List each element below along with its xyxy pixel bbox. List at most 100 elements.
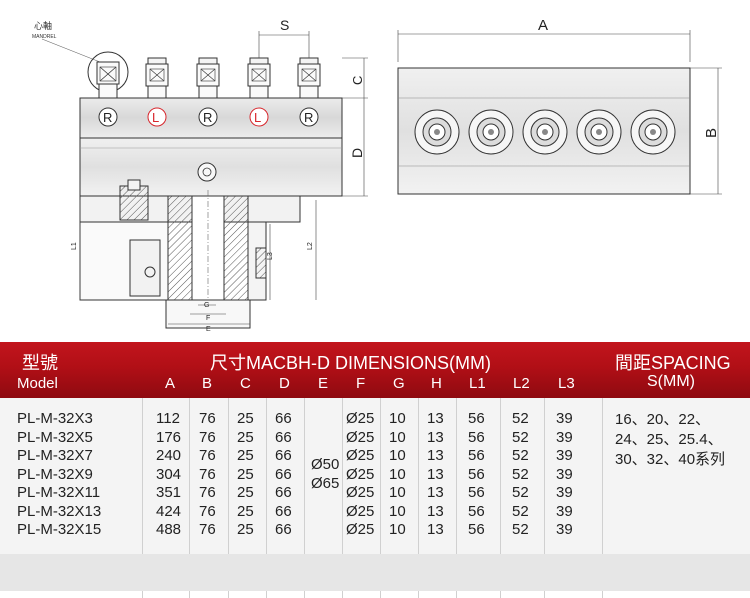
cell-l2: 52 [512, 521, 529, 538]
table-footer-band [0, 554, 750, 591]
model-cell: PL-M-32X5 [17, 428, 93, 446]
cell-b: 76 [199, 447, 216, 464]
cell-l2: 52 [512, 465, 529, 483]
cell-f: Ø25 [346, 521, 375, 538]
cell-h: 13 [427, 465, 444, 483]
cell-l3: 39 [556, 484, 573, 501]
rotation-mark-5: R [299, 107, 319, 127]
cell-h: 13 [427, 447, 444, 464]
cell-c: 25 [237, 465, 254, 483]
header-model-en: Model [17, 375, 58, 392]
top-hole-5 [630, 109, 676, 155]
spacing-line-2: 24、25、25.4、 [615, 431, 723, 448]
header-col-f: F [356, 375, 366, 392]
cell-b: 76 [199, 410, 216, 427]
cell-d: 66 [275, 484, 292, 501]
cell-g: 10 [389, 521, 406, 538]
cell-g: 10 [389, 484, 406, 501]
cell-c: 25 [237, 428, 254, 446]
cell-l3: 39 [556, 521, 573, 538]
model-cell: PL-M-32X11 [17, 484, 101, 501]
cell-b: 76 [199, 502, 216, 520]
cell-b: 76 [199, 521, 216, 538]
dim-label-a: A [538, 17, 548, 34]
dim-label-d: D [349, 148, 365, 158]
top-hole-1 [414, 109, 460, 155]
model-cell: PL-M-32X9 [17, 465, 93, 483]
model-cell: PL-M-32X7 [17, 447, 93, 464]
spindle-1 [96, 61, 120, 99]
spindle-3 [196, 57, 220, 99]
center-plug [197, 162, 217, 182]
cell-a: 240 [156, 447, 182, 464]
cell-d: 66 [275, 521, 292, 538]
cell-a: 424 [156, 502, 182, 520]
rotation-mark-4: L [249, 107, 269, 127]
cell-d: 66 [275, 465, 292, 483]
cell-f: Ø25 [346, 428, 375, 446]
model-cell: PL-M-32X3 [17, 410, 93, 427]
header-col-d: D [279, 375, 290, 392]
header-col-g: G [393, 375, 405, 392]
svg-text:R: R [103, 110, 112, 125]
svg-text:L: L [152, 110, 159, 125]
header-col-e: E [318, 375, 329, 392]
spacing-line-1: 16、20、22、 [615, 411, 711, 428]
cell-d: 66 [275, 410, 292, 427]
cell-l2: 52 [512, 410, 529, 427]
spacing-line-3: 30、32、40系列 [615, 451, 726, 468]
cell-c: 25 [237, 521, 254, 538]
cell-l3: 39 [556, 428, 573, 446]
cell-a: 304 [156, 465, 182, 483]
cell-b: 76 [199, 428, 216, 446]
cell-h: 13 [427, 502, 444, 520]
top-hole-3 [522, 109, 568, 155]
header-spacing-title: 間距SPACING [615, 353, 731, 373]
table-header: 型號 Model 尺寸MACBH-D DIMENSIONS(MM) A B C … [0, 342, 750, 398]
dim-label-c: C [350, 76, 365, 85]
dim-label-f: F [206, 315, 210, 322]
cell-l3: 39 [556, 502, 573, 520]
cell-c: 25 [237, 502, 254, 520]
cell-l2: 52 [512, 447, 529, 464]
cell-l3: 39 [556, 447, 573, 464]
spindle-5 [297, 57, 321, 99]
spindle-4 [247, 57, 271, 99]
cell-f: Ø25 [346, 410, 375, 427]
cell-l1: 56 [468, 502, 485, 520]
cell-h: 13 [427, 428, 444, 446]
cell-g: 10 [389, 502, 406, 520]
cell-l1: 56 [468, 428, 485, 446]
header-col-b: B [202, 375, 213, 392]
header-col-l1: L1 [469, 375, 486, 392]
cell-a: 112 [156, 410, 180, 427]
cell-l1: 56 [468, 484, 485, 501]
svg-text:R: R [203, 110, 212, 125]
cell-c: 25 [237, 484, 254, 501]
dim-label-l1: L1 [71, 242, 78, 250]
mandrel-label-en: MANDREL [32, 34, 57, 40]
header-dimensions-title: 尺寸MACBH-D DIMENSIONS(MM) [210, 353, 491, 373]
cell-b: 76 [199, 484, 216, 501]
spec-table: 型號 Model 尺寸MACBH-D DIMENSIONS(MM) A B C … [0, 342, 750, 598]
cell-h: 13 [427, 410, 444, 427]
cell-l2: 52 [512, 428, 529, 446]
technical-drawing: 心軸 MANDREL [32, 17, 722, 333]
e-value-2: Ø65 [311, 475, 340, 492]
header-col-l2: L2 [513, 375, 530, 392]
rotation-mark-2: L [147, 107, 167, 127]
header-col-h: H [431, 375, 442, 392]
model-cell: PL-M-32X15 [17, 521, 102, 538]
dim-label-s: S [280, 17, 289, 33]
top-hole-2 [468, 109, 514, 155]
rotation-mark-1: R [98, 107, 118, 127]
cell-l1: 56 [468, 465, 485, 483]
cell-l3: 39 [556, 410, 573, 427]
dim-label-g: G [204, 302, 209, 309]
cell-f: Ø25 [346, 465, 375, 483]
header-spacing-unit: S(MM) [647, 373, 695, 390]
svg-text:R: R [304, 110, 313, 125]
svg-text:L: L [254, 110, 261, 125]
cell-l3: 39 [556, 465, 573, 483]
cell-g: 10 [389, 447, 406, 464]
